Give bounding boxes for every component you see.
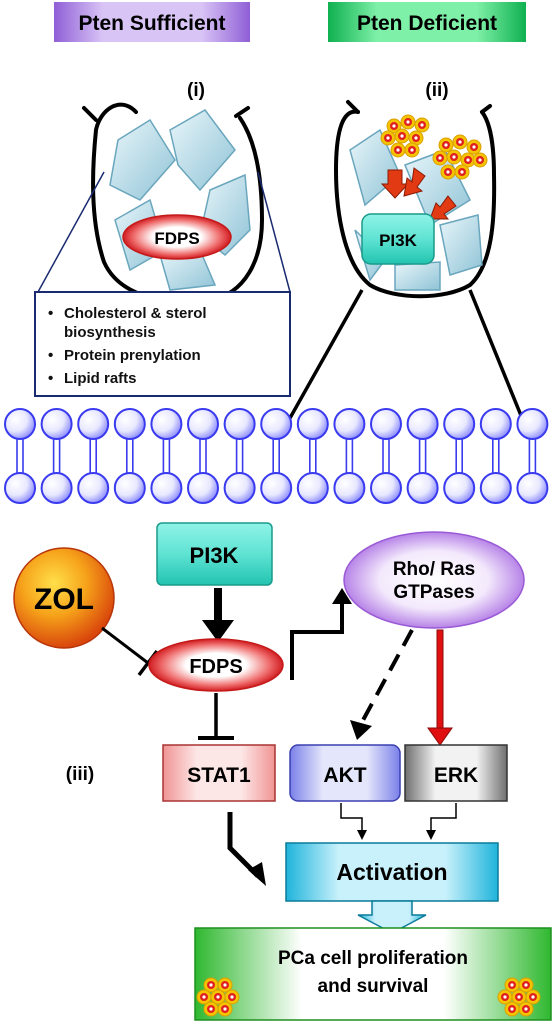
svg-text:•: • xyxy=(48,347,53,364)
lipid-head xyxy=(150,408,183,440)
lipid-head xyxy=(516,408,549,440)
pi3k-label: PI3K xyxy=(190,543,239,568)
lipid-head xyxy=(187,408,219,440)
cell-pten-deficient: PI3K xyxy=(288,100,524,419)
signal-arrow-icon xyxy=(380,167,457,220)
svg-text:•: • xyxy=(48,370,53,387)
activation-label: Activation xyxy=(336,859,447,885)
stat1-label: STAT1 xyxy=(187,764,251,787)
outcome-box: PCa cell proliferation and survival xyxy=(194,927,552,1021)
lipid-head xyxy=(223,472,256,504)
pi3k-box: PI3K xyxy=(156,522,273,586)
lipid-head xyxy=(370,472,402,504)
lipid-head xyxy=(333,408,366,440)
outcome-label-line2: and survival xyxy=(318,976,429,997)
zol-drug: ZOL xyxy=(13,547,115,649)
cell-pten-sufficient: FDPS xyxy=(37,102,291,304)
gtpases-to-erk-arrow xyxy=(427,629,453,746)
lipid-head xyxy=(77,408,110,440)
header-right-label: Pten Deficient xyxy=(357,12,497,35)
lipid-head xyxy=(296,408,329,440)
gtpases-label-line2: GTPases xyxy=(393,582,474,603)
pi3k-activates-fdps-arrow xyxy=(202,588,234,642)
akt-erk-to-activation-connectors xyxy=(340,803,457,840)
lipid-head xyxy=(113,408,146,440)
stat1-box: STAT1 xyxy=(162,744,276,802)
panel-label-i: (i) xyxy=(187,80,205,101)
lipid-head xyxy=(150,472,183,504)
lipid-bilayer-membrane xyxy=(4,408,549,504)
activation-to-outcome-arrow xyxy=(357,900,427,934)
rho-ras-gtpases-node: Rho/ Ras GTPases xyxy=(343,531,525,629)
pi3k-enzyme-cell-right xyxy=(361,213,435,265)
lipid-head xyxy=(4,472,36,504)
akt-box: AKT xyxy=(289,744,401,802)
receptor-cluster-icon xyxy=(432,134,488,180)
lipid-head xyxy=(187,472,219,504)
lipid-head xyxy=(406,472,439,504)
outcome-label-line1: PCa cell proliferation xyxy=(278,948,468,969)
zol-label: ZOL xyxy=(34,583,94,616)
stat1-to-outcome-arrow xyxy=(227,812,266,886)
svg-text:•: • xyxy=(48,305,53,322)
header-left-label: Pten Sufficient xyxy=(78,12,225,35)
panel-label-ii: (ii) xyxy=(425,80,448,101)
fdps-enzyme-cell-left xyxy=(122,214,232,260)
lipid-head xyxy=(260,472,293,504)
function-item-prenylation: Protein prenylation xyxy=(64,347,201,364)
erk-box: ERK xyxy=(404,744,508,802)
lipid-head xyxy=(333,472,366,504)
lipid-head xyxy=(516,472,549,504)
lipid-head xyxy=(443,472,476,504)
function-item-biosynthesis: biosynthesis xyxy=(64,324,156,341)
function-item-lipid-rafts: Lipid rafts xyxy=(64,370,137,387)
lipid-head xyxy=(40,472,73,504)
erk-label: ERK xyxy=(434,764,478,787)
lipid-head xyxy=(479,408,512,440)
akt-label: AKT xyxy=(323,764,366,787)
fdps-label-cell-left: FDPS xyxy=(154,229,199,248)
fdps-node: FDPS xyxy=(148,638,284,692)
panel-label-iii: (iii) xyxy=(66,764,95,785)
gtpases-to-akt-dashed-arrow xyxy=(350,629,414,740)
function-item-cholesterol: Cholesterol & sterol xyxy=(64,305,207,322)
lipid-head xyxy=(443,408,476,440)
header-pten-sufficient: Pten Sufficient xyxy=(54,2,250,42)
lipid-head xyxy=(296,472,329,504)
fdps-label: FDPS xyxy=(189,656,242,678)
fdps-to-gtpases-arrow xyxy=(290,602,344,680)
lipid-head xyxy=(370,408,402,440)
pi3k-label-cell-right: PI3K xyxy=(379,231,418,250)
activation-box: Activation xyxy=(285,842,499,902)
lipid-head xyxy=(4,408,36,440)
lipid-head xyxy=(113,472,146,504)
lipid-head xyxy=(406,408,439,440)
functions-box: • Cholesterol & sterol biosynthesis • Pr… xyxy=(34,291,291,397)
lipid-head xyxy=(479,472,512,504)
lipid-head xyxy=(40,408,73,440)
header-pten-deficient: Pten Deficient xyxy=(328,2,526,42)
lipid-head xyxy=(260,408,293,440)
gtpases-label-line1: Rho/ Ras xyxy=(393,559,475,580)
fdps-inhibits-stat1-line xyxy=(198,693,234,740)
lipid-head xyxy=(77,472,110,504)
lipid-head xyxy=(223,408,256,440)
